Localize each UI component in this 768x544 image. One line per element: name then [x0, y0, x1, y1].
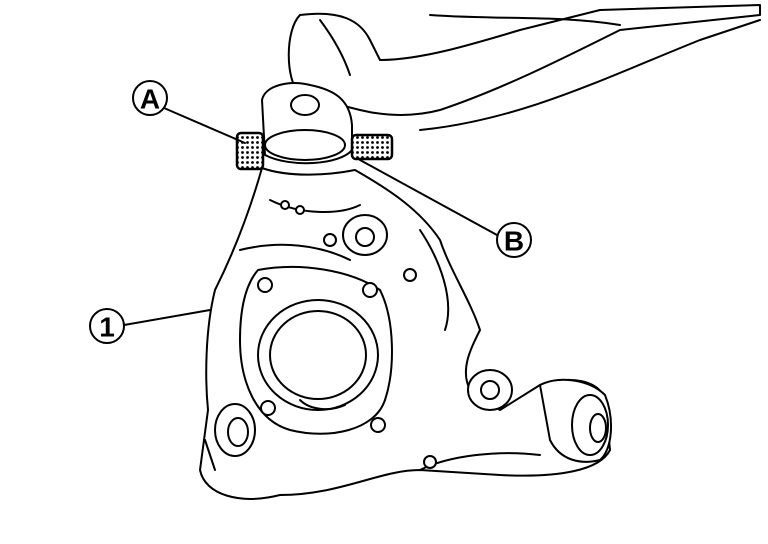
lower-arm [539, 378, 612, 463]
callout-a: A [132, 80, 168, 116]
callout-1-leader [123, 309, 211, 326]
callout-1: 1 [89, 308, 125, 344]
callout-a-label: A [140, 84, 160, 115]
bushing-a [235, 131, 265, 171]
callout-1-label: 1 [99, 312, 115, 343]
bushing-b [350, 133, 394, 161]
callout-b: B [496, 222, 532, 258]
callout-b-label: B [504, 226, 524, 257]
upper-link-arm [287, 4, 761, 131]
steering-knuckle [199, 167, 611, 500]
callout-b-leader [359, 159, 498, 236]
ball-joint [261, 82, 353, 165]
callout-a-leader [163, 107, 246, 144]
